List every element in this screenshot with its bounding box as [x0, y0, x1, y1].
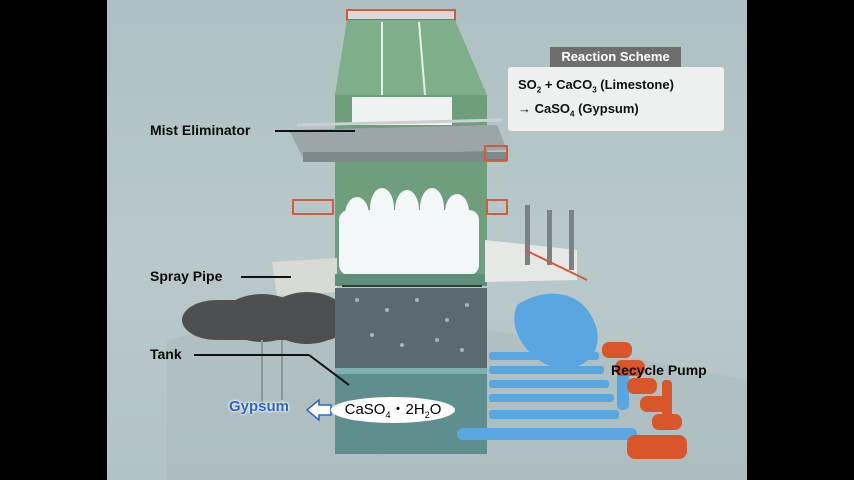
- inlet-duct: [485, 240, 577, 282]
- leader-mist-eliminator: [275, 130, 355, 132]
- label-recycle-pump: Recycle Pump: [611, 362, 707, 378]
- label-gypsum: Gypsum: [229, 398, 290, 415]
- reaction-line-2: → CaSO4 (Gypsum): [518, 101, 639, 119]
- recycle-pumps: [602, 342, 687, 459]
- reaction-scheme-box: SO2 + CaCO3 (Limestone) → CaSO4 (Gypsum): [508, 67, 724, 131]
- label-tank: Tank: [150, 346, 182, 362]
- gypsum-formula: CaSO4・2H2O: [331, 397, 455, 423]
- reaction-line-1: SO2 + CaCO3 (Limestone): [518, 77, 674, 95]
- flue-gas-smoke: [182, 292, 347, 344]
- fgd-tower-illustration: [167, 9, 747, 480]
- tower-roof: [335, 20, 487, 95]
- recycle-pipes: [457, 293, 637, 440]
- spray-plumes: [339, 188, 479, 275]
- absorption-zone: [335, 288, 487, 368]
- label-mist-eliminator: Mist Eliminator: [150, 122, 251, 138]
- reaction-scheme-title: Reaction Scheme: [550, 47, 681, 67]
- leader-tank-diagonal: [308, 354, 350, 386]
- label-spray-pipe: Spray Pipe: [150, 268, 223, 284]
- spray-pipe: [335, 274, 487, 286]
- scene: Mist Eliminator Spray Pipe Tank Recycle …: [107, 0, 747, 480]
- leader-spray-pipe: [241, 276, 291, 278]
- leader-tank: [194, 354, 309, 356]
- spray-platform: [272, 258, 337, 296]
- mist-eliminator: [289, 125, 507, 158]
